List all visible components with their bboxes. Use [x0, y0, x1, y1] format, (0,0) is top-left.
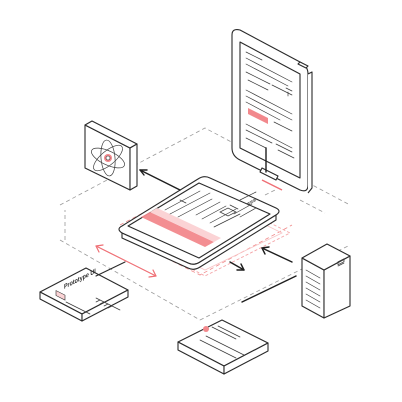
- atom-icon: [91, 139, 125, 177]
- card-connector: [95, 261, 126, 277]
- arrow-to-atom: [139, 169, 181, 191]
- atom-card: [84, 120, 138, 191]
- prototype-card: Prototype UI: [39, 267, 129, 322]
- arrow-right: [229, 261, 245, 271]
- phone-header-label: ≡≡≡: [246, 197, 258, 208]
- server-icon: [301, 243, 351, 319]
- arrow-from-server: [261, 246, 293, 263]
- red-arrow-left: [95, 244, 157, 278]
- center-phone: [118, 176, 280, 270]
- tall-phone: [231, 29, 313, 194]
- arrow-to-doc: [241, 275, 297, 303]
- doc-card: [177, 319, 269, 375]
